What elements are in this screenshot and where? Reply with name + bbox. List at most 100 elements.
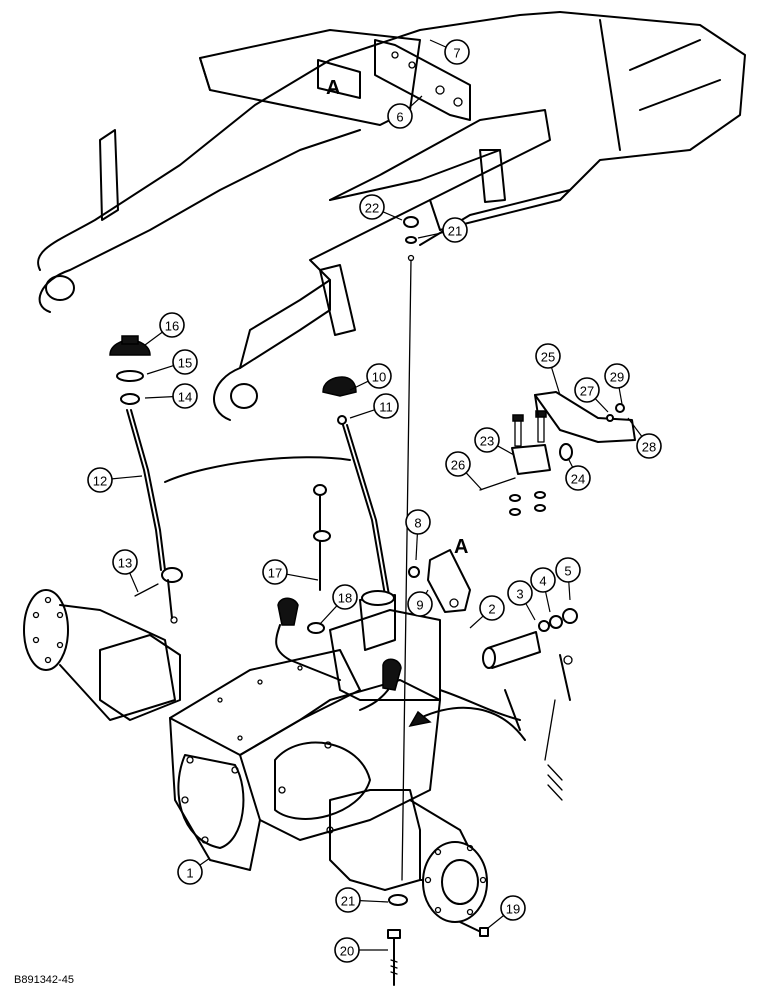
callout-leader-line: [408, 95, 423, 109]
callout-12: 12: [87, 467, 143, 493]
callout-number: 2: [488, 602, 495, 617]
callout-leader-line: [429, 39, 447, 48]
callout-leader-line: [146, 365, 174, 375]
callout-circle: [574, 377, 600, 403]
callout-2: 2: [469, 595, 505, 629]
callout-number: 23: [480, 434, 494, 449]
callout-number: 12: [93, 474, 107, 489]
callout-leader-line: [111, 475, 143, 480]
callout-leader-line: [359, 899, 389, 903]
callout-number: 24: [571, 472, 585, 487]
callout-circle: [332, 584, 358, 610]
shift-lever-center: [322, 376, 390, 596]
direction-arrow: [419, 706, 526, 741]
callout-circle: [366, 363, 392, 389]
callout-circle: [604, 363, 630, 389]
callout-number: 26: [451, 458, 465, 473]
callout-leader-line: [568, 581, 571, 601]
callout-28: 28: [627, 417, 662, 459]
callout-number: 21: [341, 894, 355, 909]
callout-circle: [565, 465, 591, 491]
callout-leader-line: [144, 331, 163, 346]
callout-7: 7: [429, 39, 470, 65]
callout-26: 26: [445, 451, 483, 491]
callout-number: 10: [372, 370, 386, 385]
callout-circle: [373, 393, 399, 419]
callout-14: 14: [144, 383, 198, 409]
callout-circle: [507, 580, 533, 606]
callout-8: 8: [405, 509, 431, 561]
callout-circle: [177, 859, 203, 885]
callout-number: 11: [379, 400, 393, 415]
callout-circle: [636, 433, 662, 459]
callout-circle: [405, 509, 431, 535]
callout-10: 10: [349, 363, 392, 391]
callout-3: 3: [507, 580, 536, 621]
link-rod: [307, 484, 331, 634]
callout-27: 27: [574, 377, 609, 413]
callout-leader-line: [525, 603, 536, 621]
callout-number: 16: [165, 319, 179, 334]
callout-11: 11: [349, 393, 399, 419]
callout-group: 1234567891011121314151617181920212122232…: [87, 39, 662, 963]
callout-20: 20: [334, 937, 388, 963]
figure-code: B891342-45: [14, 974, 74, 986]
callout-circle: [112, 549, 138, 575]
callout-circle: [442, 217, 468, 243]
callout-circle: [535, 343, 561, 369]
callout-leader-line: [544, 591, 551, 613]
callout-circle: [500, 895, 526, 921]
callout-leader-line: [415, 533, 418, 561]
callout-number: 17: [268, 566, 282, 581]
callout-leader-line: [319, 605, 338, 625]
callout-5: 5: [555, 557, 581, 601]
callout-leader-line: [618, 387, 623, 405]
callout-leader-line: [199, 857, 211, 866]
callout-15: 15: [146, 349, 198, 375]
callout-leader-line: [627, 417, 643, 437]
callout-circle: [87, 467, 113, 493]
callout-22: 22: [359, 194, 403, 221]
callout-number: 1: [186, 866, 193, 881]
callout-24: 24: [565, 457, 591, 491]
view-mark-a-lower: A: [454, 536, 468, 558]
loader-frame: [37, 11, 746, 421]
callout-leader-line: [286, 573, 319, 581]
callout-number: 28: [642, 440, 656, 455]
callout-leader-line: [497, 445, 515, 456]
callout-number: 18: [338, 591, 352, 606]
callout-circle: [387, 103, 413, 129]
callout-circle: [530, 567, 556, 593]
callout-number: 4: [539, 574, 546, 589]
callout-13: 13: [112, 549, 139, 593]
callout-leader-line: [382, 211, 403, 221]
callout-leader-line: [487, 915, 505, 929]
callout-6: 6: [387, 95, 423, 129]
callout-number: 25: [541, 350, 555, 365]
callout-number: 20: [340, 944, 354, 959]
callout-number: 29: [610, 370, 624, 385]
callout-1: 1: [177, 857, 211, 885]
callout-leader-line: [567, 457, 574, 468]
callout-circle: [444, 39, 470, 65]
callout-leader-line: [144, 395, 174, 399]
callout-number: 6: [396, 110, 403, 125]
callout-leader-line: [594, 398, 609, 413]
callout-circle: [334, 937, 360, 963]
callout-19: 19: [487, 895, 526, 929]
callout-29: 29: [604, 363, 630, 405]
callout-circle: [445, 451, 471, 477]
callout-number: 21: [448, 224, 462, 239]
callout-16: 16: [144, 312, 185, 346]
bracket-assembly: [479, 391, 636, 516]
callout-circle: [407, 591, 433, 617]
callout-9: 9: [407, 589, 433, 617]
callout-21: 21: [335, 887, 389, 913]
view-mark-a-upper: A: [326, 77, 340, 99]
callout-leader-line: [129, 572, 139, 593]
shift-lever-left: [109, 335, 351, 624]
callout-17: 17: [262, 559, 319, 585]
pivot-parts: [408, 549, 578, 669]
